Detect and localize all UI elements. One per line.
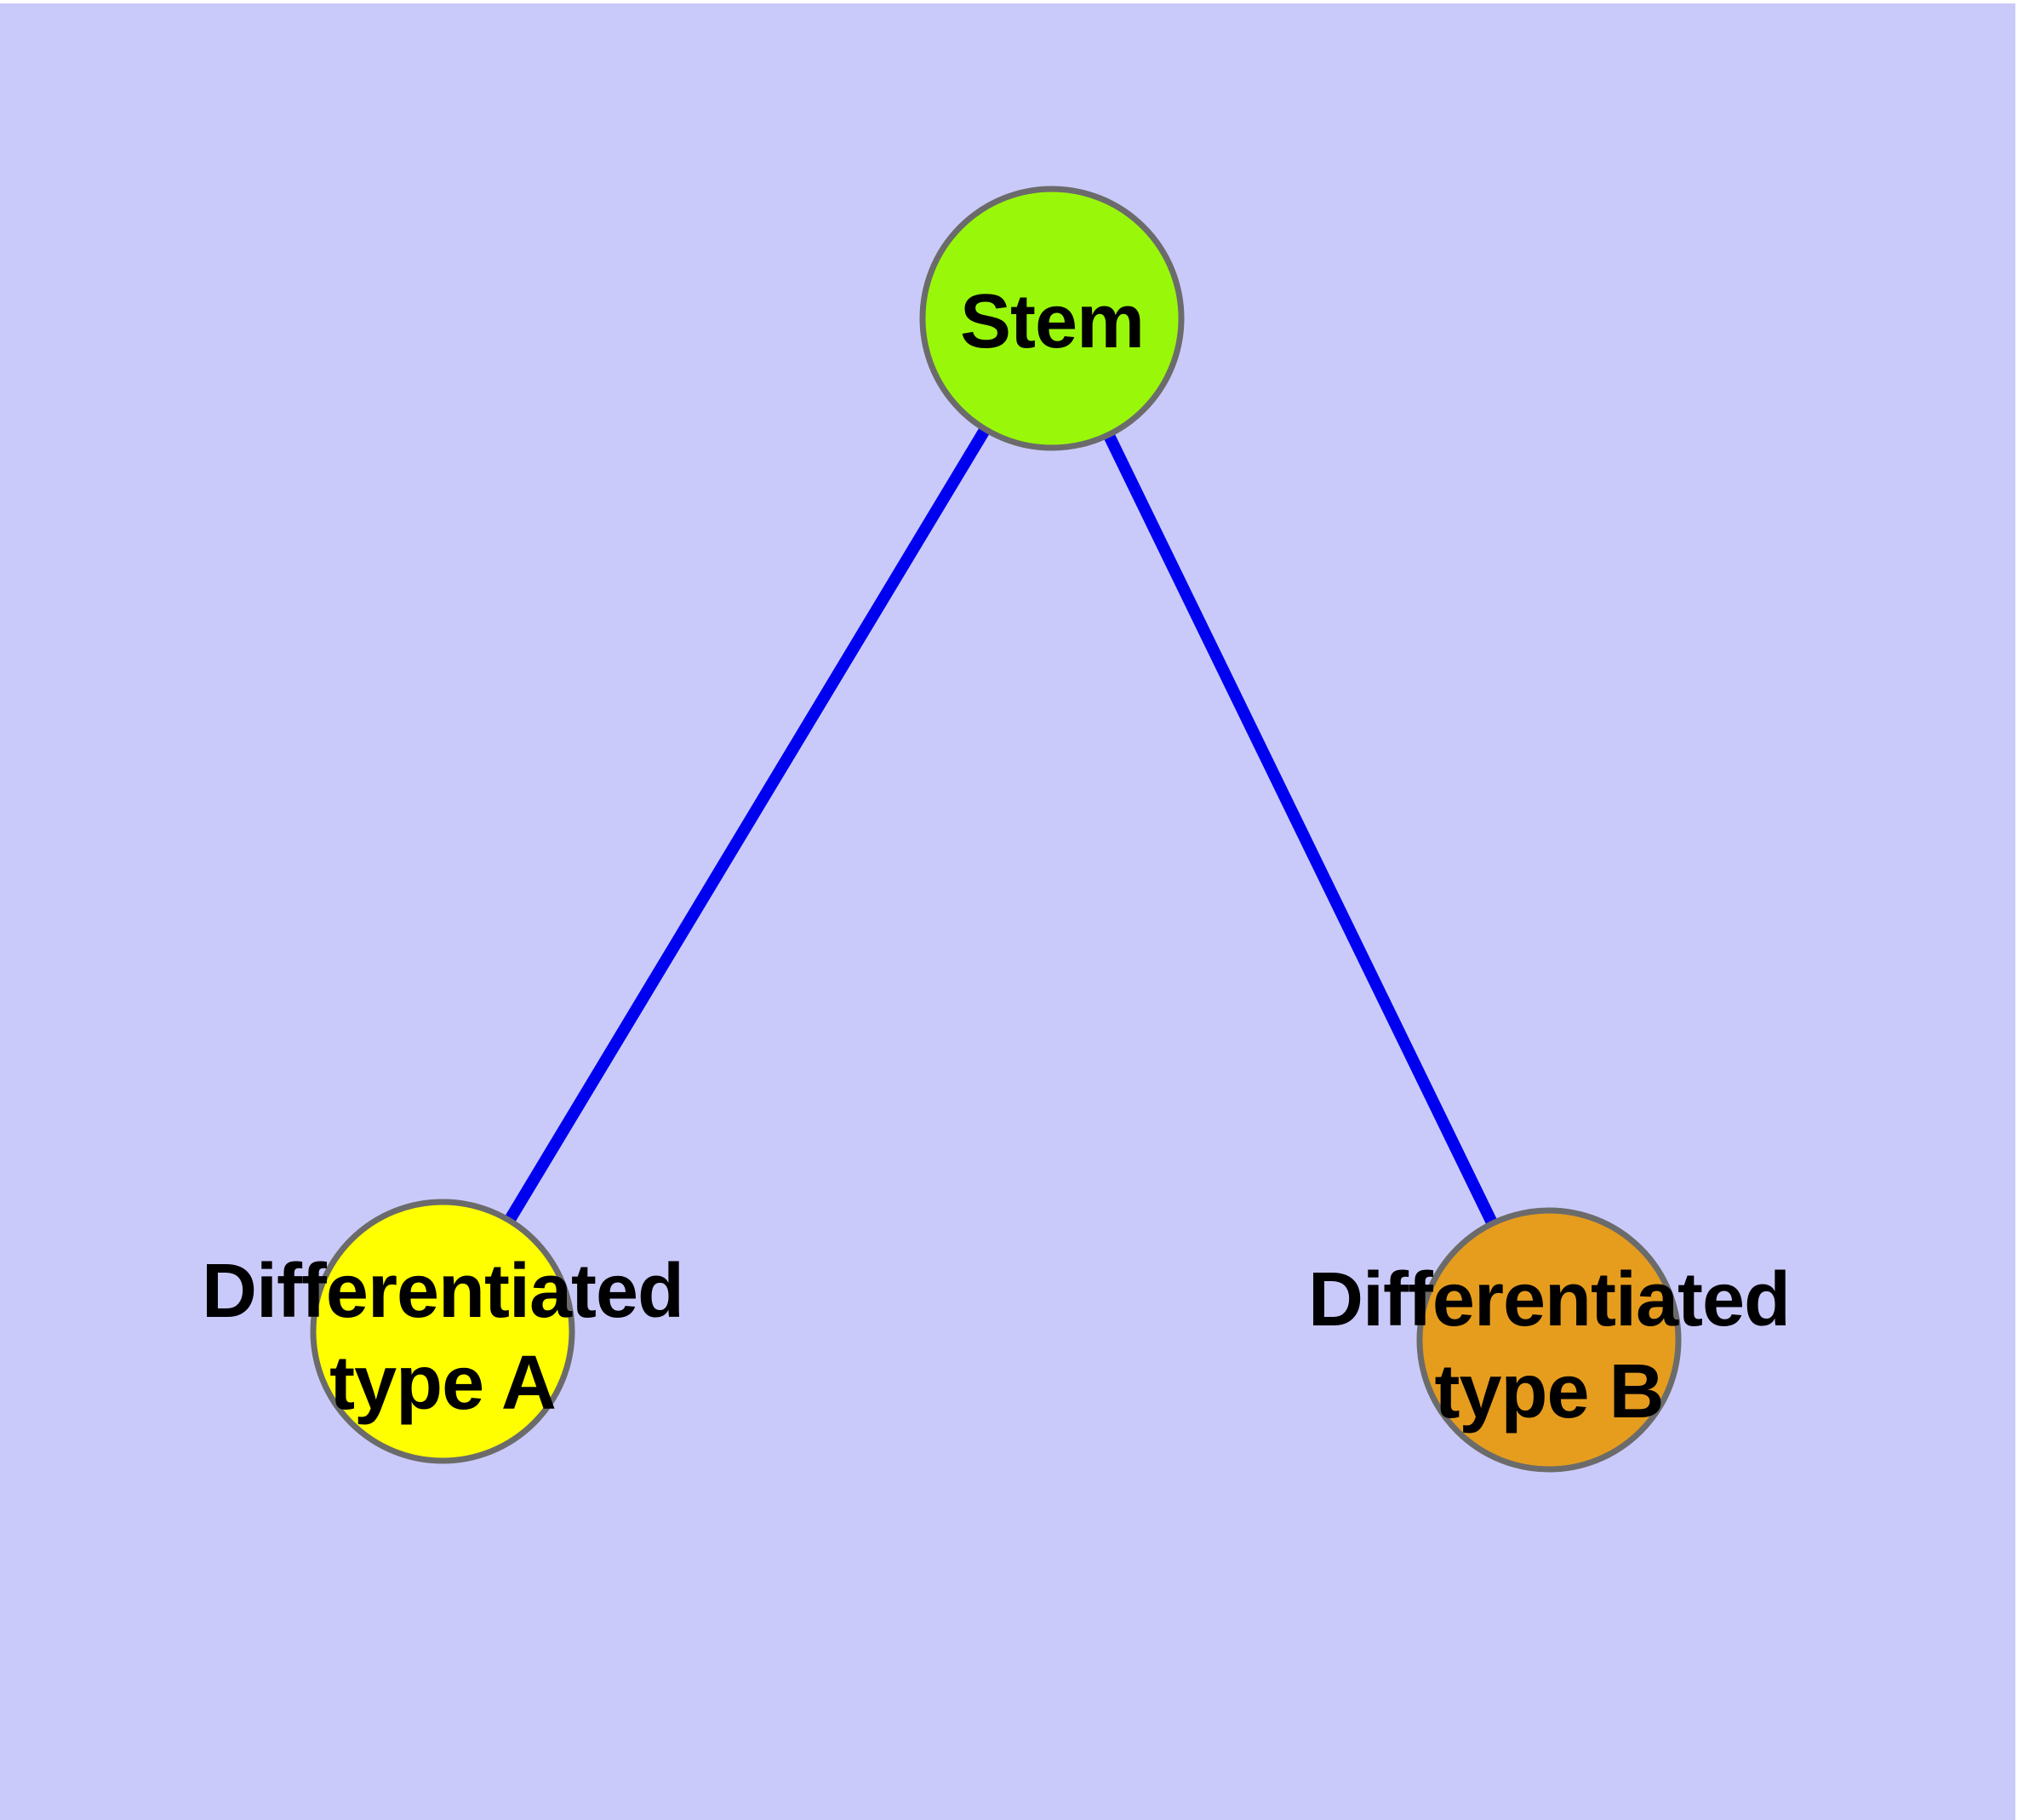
- node-label-differentiated-type-a-line2: type A: [329, 1341, 556, 1426]
- node-label-stem-line1: Stem: [960, 279, 1144, 364]
- node-label-differentiated-type-b-line2: type B: [1434, 1349, 1663, 1434]
- node-differentiated-type-a: [310, 1199, 575, 1464]
- nodes-layer: [310, 186, 1682, 1473]
- edge-stem-to-differentiated-type-a: [437, 315, 1057, 1335]
- node-label-differentiated-type-a-line1: Differentiated: [202, 1249, 683, 1334]
- node-stem: [919, 186, 1185, 451]
- edges-layer: [437, 315, 1555, 1343]
- node-label-differentiated-type-b-line1: Differentiated: [1308, 1257, 1790, 1342]
- node-differentiated-type-b: [1416, 1207, 1682, 1473]
- edge-stem-to-differentiated-type-b: [1046, 315, 1555, 1343]
